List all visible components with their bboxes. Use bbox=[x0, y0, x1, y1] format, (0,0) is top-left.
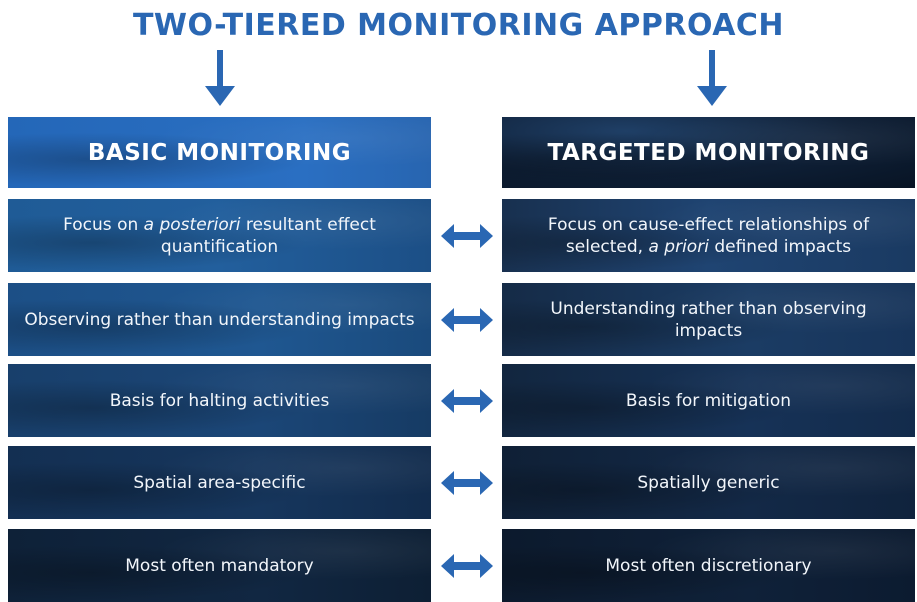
targeted-item-5: Most often discretionary bbox=[502, 529, 915, 602]
double-arrow-icon bbox=[441, 554, 493, 578]
arrow-down-icon bbox=[205, 50, 235, 106]
text-italic: a posteriori bbox=[143, 214, 241, 235]
targeted-item-text: Spatially generic bbox=[623, 472, 793, 494]
text-part: Basis for halting activities bbox=[109, 390, 330, 411]
targeted-monitoring-label: TARGETED MONITORING bbox=[547, 139, 870, 166]
text-part: Focus on cause-effect relationships of s… bbox=[547, 214, 870, 257]
text-part: Spatial area-specific bbox=[133, 472, 306, 493]
item-shade bbox=[502, 446, 915, 519]
targeted-item-text: Most often discretionary bbox=[591, 555, 825, 577]
double-arrow-icon bbox=[441, 389, 493, 413]
text-part: Most often discretionary bbox=[605, 555, 812, 576]
double-arrow-icon bbox=[441, 471, 493, 495]
text-part: defined impacts bbox=[708, 236, 852, 257]
item-shade bbox=[502, 529, 915, 602]
header-shade bbox=[502, 117, 915, 188]
item-shade bbox=[8, 364, 431, 437]
text-part: resultant effect quantification bbox=[160, 214, 376, 257]
targeted-monitoring-header: TARGETED MONITORING bbox=[502, 117, 915, 188]
targeted-item-text: Basis for mitigation bbox=[612, 390, 805, 412]
item-shade bbox=[8, 529, 431, 602]
item-shade bbox=[8, 283, 431, 356]
basic-monitoring-label: BASIC MONITORING bbox=[87, 139, 352, 166]
text-part: Focus on bbox=[63, 214, 144, 235]
targeted-item-1: Focus on cause-effect relationships of s… bbox=[502, 199, 915, 272]
double-arrow-icon bbox=[441, 308, 493, 332]
targeted-item-text: Focus on cause-effect relationships of s… bbox=[502, 214, 915, 258]
text-part: Spatially generic bbox=[637, 472, 780, 493]
basic-item-text: Most often mandatory bbox=[111, 555, 327, 577]
targeted-item-4: Spatially generic bbox=[502, 446, 915, 519]
basic-item-text: Observing rather than understanding impa… bbox=[10, 309, 428, 331]
basic-item-text: Spatial area-specific bbox=[119, 472, 319, 494]
targeted-item-3: Basis for mitigation bbox=[502, 364, 915, 437]
item-shade bbox=[8, 446, 431, 519]
basic-item-5: Most often mandatory bbox=[8, 529, 431, 602]
basic-monitoring-header: BASIC MONITORING bbox=[8, 117, 431, 188]
item-shade bbox=[502, 283, 915, 356]
targeted-item-2: Understanding rather than observing impa… bbox=[502, 283, 915, 356]
item-shade bbox=[502, 199, 915, 272]
arrow-down-icon bbox=[697, 50, 727, 106]
text-part: Understanding rather than observing impa… bbox=[550, 298, 867, 341]
text-part: Basis for mitigation bbox=[625, 390, 792, 411]
basic-item-1: Focus on a posteriori resultant effect q… bbox=[8, 199, 431, 272]
basic-item-3: Basis for halting activities bbox=[8, 364, 431, 437]
item-shade bbox=[502, 364, 915, 437]
diagram-title: TWO-TIERED MONITORING APPROACH bbox=[132, 8, 785, 43]
basic-item-2: Observing rather than understanding impa… bbox=[8, 283, 431, 356]
item-shade bbox=[8, 199, 431, 272]
basic-item-text: Basis for halting activities bbox=[96, 390, 344, 412]
basic-item-4: Spatial area-specific bbox=[8, 446, 431, 519]
basic-item-text: Focus on a posteriori resultant effect q… bbox=[8, 214, 431, 258]
text-part: Observing rather than understanding impa… bbox=[24, 309, 415, 330]
text-part: Most often mandatory bbox=[125, 555, 314, 576]
double-arrow-icon bbox=[441, 224, 493, 248]
text-italic: a priori bbox=[648, 236, 709, 257]
targeted-item-text: Understanding rather than observing impa… bbox=[502, 298, 915, 342]
header-shade bbox=[8, 117, 431, 188]
